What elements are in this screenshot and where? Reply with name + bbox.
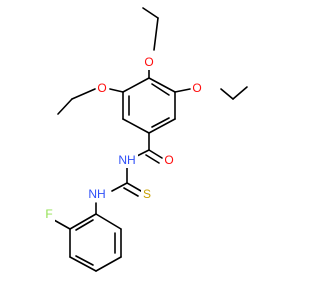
bond: [148, 118, 176, 134]
atom-thiourea-nitrogen: NH: [86, 186, 108, 202]
atom-layer: O O O NH O NH S F: [43, 54, 204, 222]
bond: [151, 117, 170, 128]
molecule-structure-diagram: O O O NH O NH S F: [43, 7, 248, 272]
atom-oxygen-left: O: [96, 80, 109, 96]
bond-layer: [53, 7, 248, 272]
bond: [148, 77, 176, 93]
atom-label-background: [191, 80, 204, 96]
atom-label-background: [143, 54, 155, 70]
atom-sulfur: S: [141, 186, 153, 202]
atom-label-background: [96, 80, 109, 96]
bond: [53, 219, 71, 230]
atom-fluorine: F: [43, 206, 55, 222]
atom-label-background: [86, 186, 108, 202]
bond: [111, 182, 128, 192]
bond: [75, 255, 94, 266]
atom-label-background: [141, 186, 153, 202]
bond: [142, 7, 159, 19]
atom-label-background: [43, 206, 55, 222]
bond: [123, 187, 139, 197]
bond: [232, 86, 248, 100]
bond: [148, 149, 163, 159]
atom-label: S: [143, 187, 151, 201]
bond: [75, 219, 94, 231]
bond: [109, 88, 124, 93]
atom-carbonyl-oxygen: O: [163, 152, 176, 168]
bond: [95, 256, 122, 272]
atom-amide-nitrogen: NH: [116, 152, 138, 168]
bond: [220, 88, 234, 100]
bond: [57, 98, 73, 115]
atom-label: NH: [88, 187, 105, 201]
atom-oxygen-right: O: [191, 80, 204, 96]
atom-label: O: [192, 81, 201, 95]
bond: [153, 17, 159, 51]
bond: [122, 77, 150, 93]
atom-label: O: [97, 81, 106, 95]
bond: [69, 213, 97, 230]
atom-label-background: [116, 152, 138, 168]
bond: [151, 83, 170, 96]
bond: [71, 88, 96, 100]
bond: [69, 256, 97, 272]
bond: [174, 88, 191, 93]
atom-oxygen-top: O: [143, 54, 155, 70]
bond: [145, 154, 160, 164]
bond: [126, 182, 142, 192]
atom-label: O: [164, 153, 173, 167]
atom-label-background: [163, 152, 176, 168]
atom-label: F: [45, 207, 52, 221]
bond: [122, 118, 150, 134]
atom-label: O: [144, 55, 153, 69]
bond: [95, 213, 122, 230]
atom-label: NH: [118, 153, 135, 167]
